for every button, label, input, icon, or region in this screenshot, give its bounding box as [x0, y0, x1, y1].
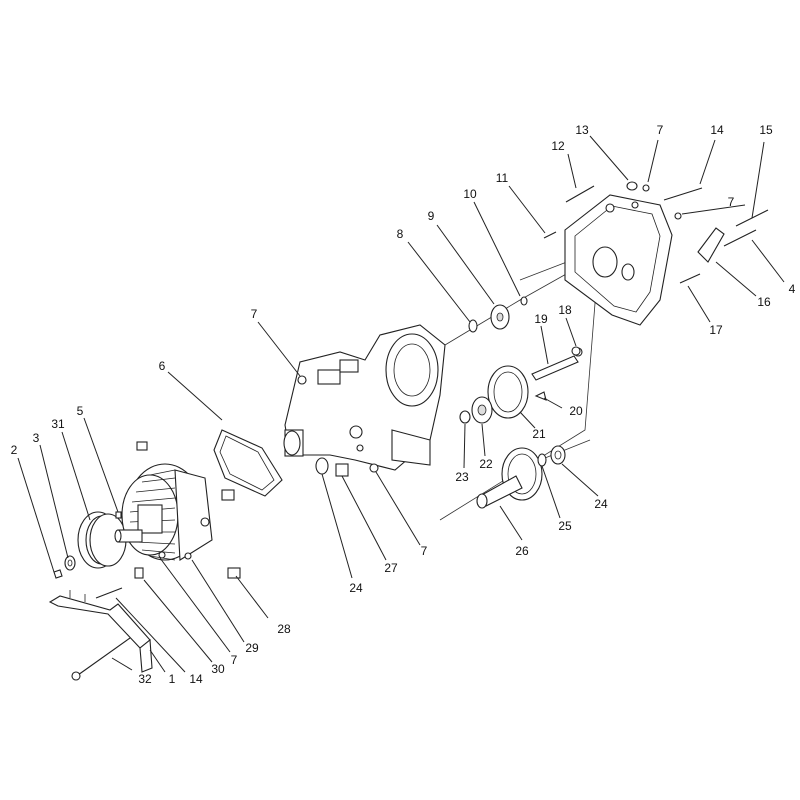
callout-24-left: 24	[349, 581, 363, 595]
gear-9	[490, 304, 510, 330]
bolt-14-top	[663, 187, 703, 201]
callout-20: 20	[569, 404, 583, 418]
small-bolt-14	[95, 587, 123, 599]
callout-1: 1	[169, 672, 176, 686]
callout-8: 8	[397, 227, 404, 241]
callout-7-housing-top: 7	[251, 307, 258, 321]
gear-shaft-26	[476, 447, 543, 509]
gear-21	[487, 365, 529, 419]
callout-27: 27	[384, 561, 398, 575]
callout-9: 9	[428, 209, 435, 223]
callout-32: 32	[138, 672, 152, 686]
callout-30: 30	[211, 662, 225, 676]
bolt-12	[565, 185, 595, 203]
callout-25: 25	[558, 519, 572, 533]
callout-24-right: 24	[594, 497, 608, 511]
long-bolt	[71, 637, 131, 681]
callout-7-housing-bottom: 7	[421, 544, 428, 558]
callout-2: 2	[11, 443, 18, 457]
callout-5: 5	[77, 404, 84, 418]
bolt-4	[723, 229, 757, 247]
ring-25	[537, 453, 547, 467]
callout-13: 13	[575, 123, 589, 137]
callout-21: 21	[532, 427, 546, 441]
leader-lines	[17, 135, 785, 673]
bolt-17	[679, 273, 701, 284]
key-20	[534, 391, 547, 401]
callout-14-top: 14	[710, 123, 724, 137]
callout-26: 26	[515, 544, 529, 558]
callout-labels: 2 3 31 5 6 7 8 9 10 11 12 13 7 14 15 7 4…	[11, 123, 796, 686]
bushing-24-left	[315, 457, 329, 475]
transaxle-housing	[283, 324, 446, 471]
key-5	[115, 511, 122, 519]
ring-10	[520, 296, 528, 306]
clip-13	[626, 181, 638, 191]
washer-8	[468, 319, 478, 333]
callout-11: 11	[496, 171, 509, 185]
callout-7-cover-top: 7	[657, 123, 664, 137]
bearing-24-right	[550, 445, 566, 465]
hydro-pump-with-fan	[114, 441, 213, 579]
bushing-23	[459, 410, 471, 424]
callout-7-cover-right: 7	[728, 195, 735, 209]
callout-10: 10	[463, 187, 477, 201]
washer-3	[64, 555, 76, 571]
nut-7-cover	[642, 184, 650, 192]
fitting-27	[335, 463, 349, 477]
hydraulic-tube	[221, 489, 244, 579]
callout-18: 18	[558, 303, 572, 317]
gear-22	[471, 396, 493, 424]
plug-7-housing	[369, 463, 379, 473]
callout-31: 31	[51, 417, 65, 431]
nut-18	[571, 346, 581, 356]
callout-3: 3	[33, 431, 40, 445]
callout-17: 17	[709, 323, 723, 337]
callout-7-pump: 7	[231, 653, 238, 667]
callout-14-bottom: 14	[189, 672, 203, 686]
bracket-16	[697, 227, 725, 263]
callout-29: 29	[245, 641, 259, 655]
nut-2	[53, 569, 63, 579]
nut-7-right	[674, 212, 682, 220]
callout-22: 22	[479, 457, 493, 471]
callout-6: 6	[159, 359, 166, 373]
callout-12: 12	[551, 139, 565, 153]
callout-23: 23	[455, 470, 469, 484]
callout-19: 19	[534, 312, 548, 326]
callout-16: 16	[757, 295, 771, 309]
bolt-11	[543, 231, 557, 239]
callout-15: 15	[759, 123, 773, 137]
callout-4: 4	[789, 282, 796, 296]
gasket	[213, 429, 283, 497]
mounting-bracket	[48, 590, 153, 673]
callout-28: 28	[277, 622, 291, 636]
housing-cover	[564, 194, 673, 326]
